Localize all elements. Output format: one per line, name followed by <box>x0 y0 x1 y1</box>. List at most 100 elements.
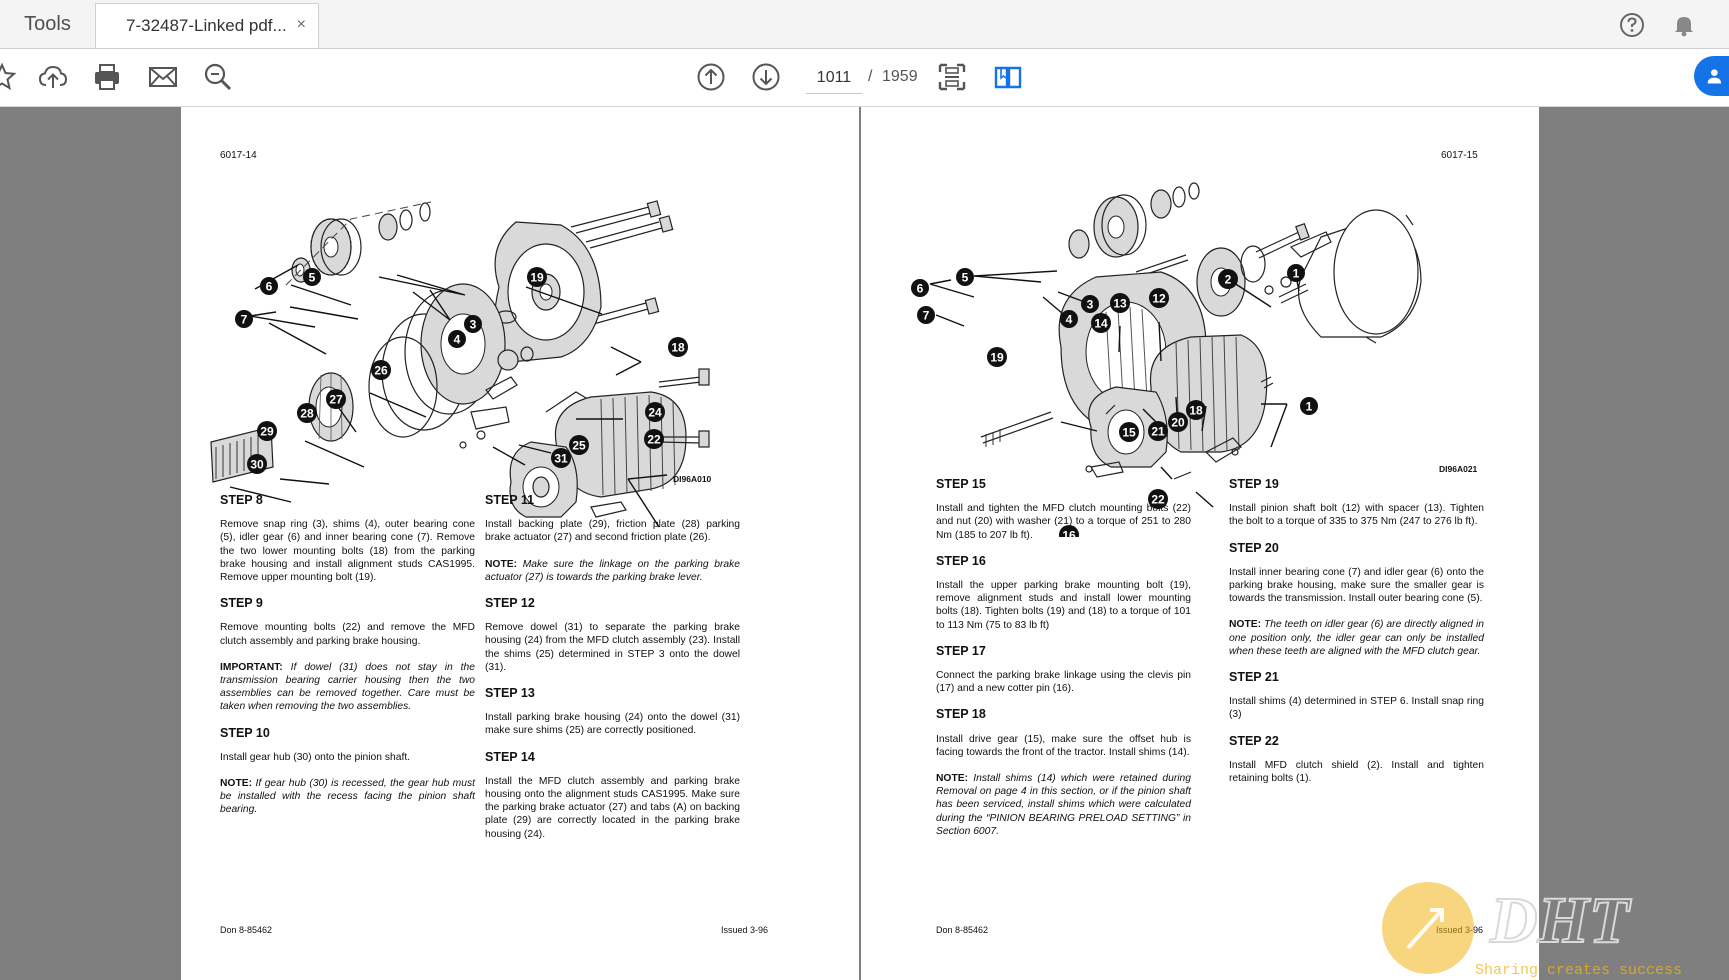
callout-19: 19 <box>527 267 547 287</box>
exploded-diagram-left: 6 5 7 3 4 19 18 26 27 28 29 30 24 25 31 … <box>210 200 710 528</box>
svg-text:1: 1 <box>1306 400 1313 414</box>
callout-4: 4 <box>448 330 466 348</box>
note-text: The teeth on idler gear (6) are directly… <box>1229 619 1484 657</box>
note: NOTE: Install shims (14) which were reta… <box>936 772 1191 838</box>
note-text: If dowel (31) does not stay in the trans… <box>220 661 475 713</box>
help-icon[interactable] <box>1618 11 1646 39</box>
step-text: Install parking brake housing (24) onto … <box>485 712 740 737</box>
share-button[interactable] <box>1694 56 1729 96</box>
toolbar <box>0 49 1729 107</box>
tab-document[interactable]: 7-32487-Linked pdf... × <box>95 3 319 48</box>
step-heading: STEP 19 <box>1229 477 1279 491</box>
text-column-2: STEP 19 Install pinion shaft bolt (12) w… <box>1229 477 1484 798</box>
callout-7: 7 <box>235 310 253 328</box>
callout-22: 22 <box>1148 489 1168 509</box>
mail-icon[interactable] <box>147 61 179 93</box>
exploded-diagram-right: 5 6 7 3 4 13 12 2 1 14 19 15 21 20 18 1 … <box>911 182 1422 537</box>
two-page-view-icon[interactable] <box>992 61 1024 93</box>
callout-2: 2 <box>1218 269 1238 289</box>
note: NOTE: The teeth on idler gear (6) are di… <box>1229 618 1484 658</box>
note: NOTE: Make sure the linkage on the parki… <box>485 558 740 584</box>
callout-27: 27 <box>326 389 346 409</box>
note-label: NOTE: <box>936 773 969 785</box>
page-down-icon[interactable] <box>750 61 782 93</box>
callout-15: 15 <box>1119 422 1139 442</box>
note-label: NOTE: <box>1229 619 1262 631</box>
svg-text:1: 1 <box>1293 267 1300 281</box>
svg-text:6: 6 <box>266 280 273 294</box>
page-label: 6017-15 <box>1441 150 1478 161</box>
step-text: Install backing plate (29), friction pla… <box>485 519 740 544</box>
dht-watermark-logo: DHT Sharing creates success <box>1382 882 1682 979</box>
brake-plates-drawing <box>210 283 534 483</box>
text-column-1: STEP 8 Remove snap ring (3), shims (4), … <box>220 493 475 830</box>
total-pages: 1959 <box>882 68 918 85</box>
print-icon[interactable] <box>91 61 123 93</box>
idler-gear-drawing <box>285 201 432 286</box>
tab-tools[interactable]: Tools <box>0 0 95 48</box>
close-tab-icon[interactable]: × <box>296 16 306 33</box>
svg-text:22: 22 <box>1151 493 1165 507</box>
step-text: Remove snap ring (3), shims (4), outer b… <box>220 519 475 584</box>
callout-19: 19 <box>987 347 1007 367</box>
svg-text:31: 31 <box>554 452 568 466</box>
page-label: 6017-14 <box>220 150 257 161</box>
callout-25: 25 <box>569 435 589 455</box>
clutch-shield-drawing <box>1289 209 1422 344</box>
svg-text:7: 7 <box>241 313 248 327</box>
idler-gear-drawing <box>1068 182 1200 259</box>
svg-text:4: 4 <box>454 333 461 347</box>
step-heading: STEP 11 <box>485 493 535 507</box>
callout-5: 5 <box>303 268 321 286</box>
callout-29: 29 <box>257 421 277 441</box>
fit-page-icon[interactable] <box>936 61 968 93</box>
callout-22: 22 <box>644 429 664 449</box>
svg-text:19: 19 <box>530 271 544 285</box>
svg-text:18: 18 <box>1189 404 1203 418</box>
callout-26: 26 <box>371 360 391 380</box>
watermark-tagline: Sharing creates success <box>1475 962 1682 979</box>
step-text: Install MFD clutch shield (2). Install a… <box>1229 759 1484 785</box>
tab-tools-label: Tools <box>24 12 71 35</box>
bell-icon[interactable] <box>1670 11 1698 39</box>
svg-text:22: 22 <box>647 433 661 447</box>
watermark-logo-text: DHT <box>1489 884 1632 957</box>
callout-18: 18 <box>668 337 688 357</box>
callout-28: 28 <box>297 403 317 423</box>
note-text: Install shims (14) which were retained d… <box>936 773 1191 837</box>
callout-5: 5 <box>956 268 974 286</box>
step-heading: STEP 14 <box>485 749 535 764</box>
step-heading: STEP 15 <box>936 477 986 491</box>
page-up-icon[interactable] <box>695 61 727 93</box>
footer-doc-number: Don 8-85462 <box>220 925 273 935</box>
zoom-search-icon[interactable] <box>202 61 234 93</box>
footer-issued: Issued 3-96 <box>721 925 769 935</box>
figure-code: DI96A010 <box>673 474 712 484</box>
step-heading: STEP 22 <box>1229 733 1279 748</box>
step-heading: STEP 17 <box>936 643 986 658</box>
note-text: If gear hub (30) is recessed, the gear h… <box>220 778 475 816</box>
callout-21: 21 <box>1148 421 1168 441</box>
upload-icon[interactable] <box>37 61 69 93</box>
note-label: NOTE: <box>220 778 253 790</box>
svg-text:6: 6 <box>917 282 924 296</box>
callout-1: 1 <box>1287 264 1305 282</box>
svg-text:18: 18 <box>671 341 685 355</box>
star-icon[interactable] <box>0 61 18 93</box>
callout-3: 3 <box>1081 295 1099 313</box>
bolts-drawing <box>570 200 674 329</box>
step-heading: STEP 12 <box>485 596 535 611</box>
callout-30: 30 <box>247 454 267 474</box>
callout-6: 6 <box>911 279 929 297</box>
svg-text:21: 21 <box>1151 425 1165 439</box>
callout-3: 3 <box>464 315 482 333</box>
pdf-page-left: 6017-14 <box>181 107 859 980</box>
svg-text:26: 26 <box>374 364 388 378</box>
parking-brake-housing-drawing <box>494 221 602 363</box>
svg-text:28: 28 <box>300 407 314 421</box>
text-column-2: STEP 11 Install backing plate (29), fric… <box>485 493 740 854</box>
page-number-input[interactable] <box>806 63 862 94</box>
pdf-page-right: 6017-15 <box>861 107 1539 980</box>
svg-text:7: 7 <box>923 309 930 323</box>
svg-text:27: 27 <box>329 393 343 407</box>
